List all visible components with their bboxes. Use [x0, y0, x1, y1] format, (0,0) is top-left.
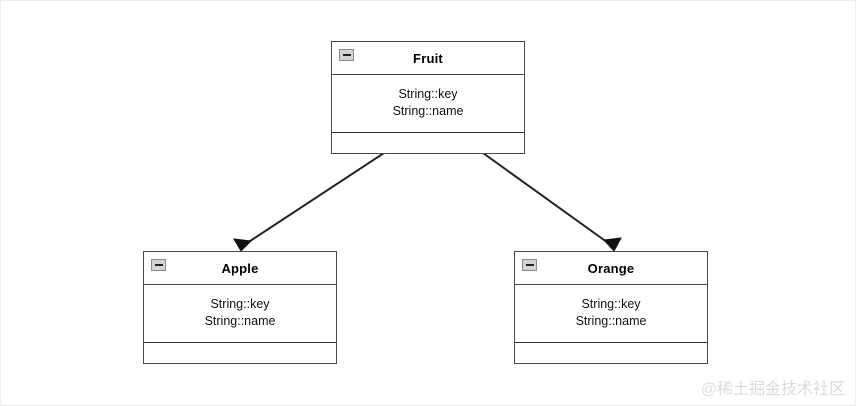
class-header-orange: Orange [515, 252, 707, 285]
arrowhead-fruit-apple [233, 238, 253, 252]
class-operations-orange [515, 343, 707, 363]
class-attributes-orange: String::key String::name [515, 285, 707, 343]
relationship-fruit-apple [233, 152, 385, 252]
collapse-minus-icon[interactable] [522, 259, 537, 271]
class-name-orange: Orange [587, 260, 635, 276]
attribute-item: String::name [392, 104, 464, 118]
class-box-orange[interactable]: Orange String::key String::name [514, 251, 708, 364]
class-operations-fruit [332, 133, 524, 153]
arrowhead-fruit-orange [602, 237, 622, 252]
collapse-minus-icon[interactable] [151, 259, 166, 271]
class-operations-apple [144, 343, 336, 363]
class-box-apple[interactable]: Apple String::key String::name [143, 251, 337, 364]
class-header-apple: Apple [144, 252, 336, 285]
class-attributes-fruit: String::key String::name [332, 75, 524, 133]
class-attributes-apple: String::key String::name [144, 285, 336, 343]
class-box-fruit[interactable]: Fruit String::key String::name [331, 41, 525, 154]
attribute-item: String::key [210, 297, 270, 311]
relationship-line-fruit-apple[interactable] [243, 152, 385, 246]
class-name-apple: Apple [221, 260, 259, 276]
watermark-text: @稀土掘金技术社区 [700, 381, 845, 398]
attribute-item: String::name [575, 314, 647, 328]
attribute-item: String::key [581, 297, 641, 311]
relationship-fruit-orange [482, 152, 622, 252]
attribute-item: String::key [398, 87, 458, 101]
relationship-line-fruit-orange[interactable] [482, 152, 612, 246]
class-header-fruit: Fruit [332, 42, 524, 75]
collapse-minus-icon[interactable] [339, 49, 354, 61]
class-name-fruit: Fruit [413, 50, 443, 66]
attribute-item: String::name [204, 314, 276, 328]
